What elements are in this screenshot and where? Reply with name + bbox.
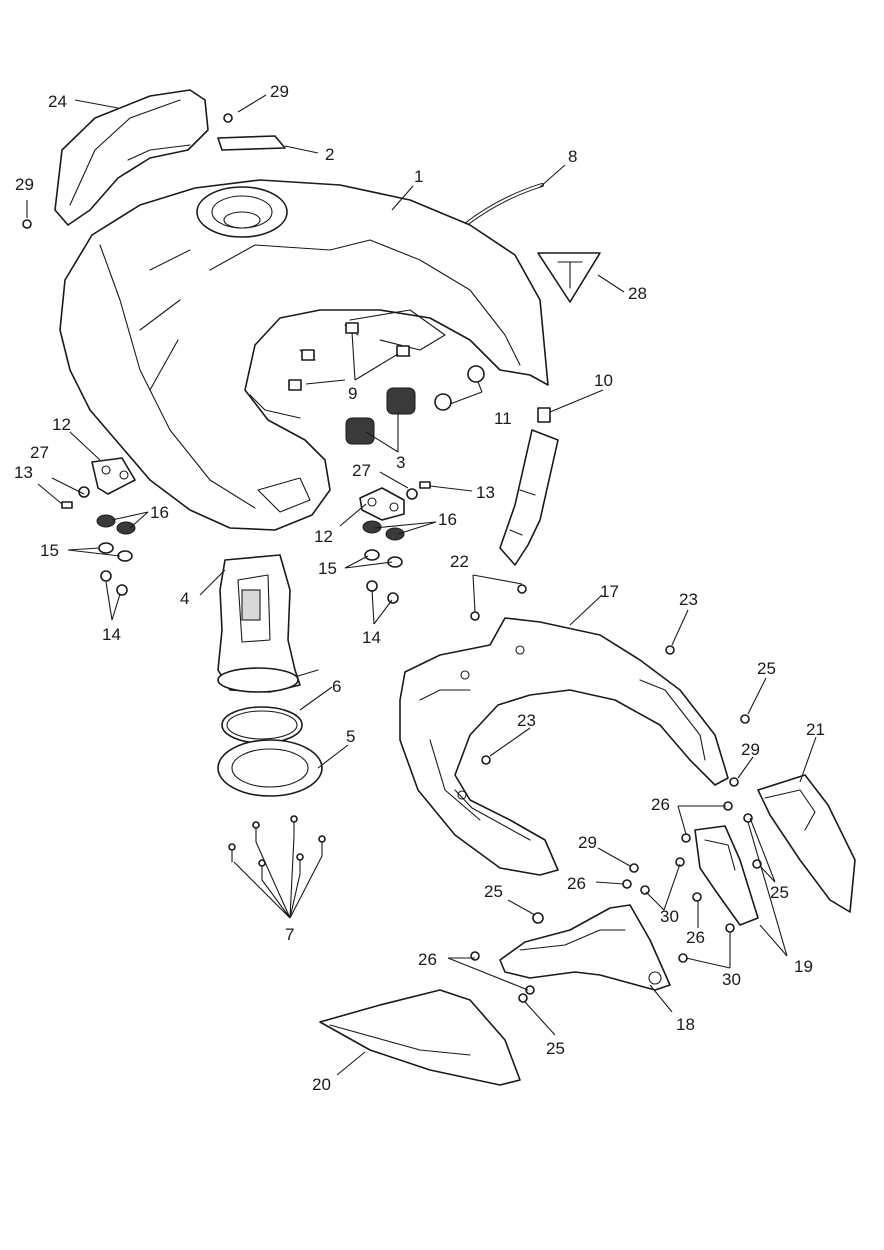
fuel-pump-part — [217, 554, 319, 693]
callout-3: 3 — [396, 453, 405, 472]
small-fastener-parts — [22, 113, 762, 1003]
callout-19: 19 — [794, 957, 813, 976]
callout-1: 1 — [414, 167, 423, 186]
callout-20: 20 — [312, 1075, 331, 1094]
callout-12-left: 12 — [52, 415, 71, 434]
inner-panel-part — [499, 904, 671, 991]
pump-ring-part — [217, 739, 323, 797]
callout-18: 18 — [676, 1015, 695, 1034]
callout-26-left: 26 — [418, 950, 437, 969]
light-bracket-part — [694, 825, 759, 926]
tank-pad-part — [217, 135, 286, 151]
pump-screw-parts — [228, 815, 326, 881]
callout-12-right: 12 — [314, 527, 333, 546]
callout-29-top: 29 — [270, 82, 289, 101]
callout-13-left: 13 — [14, 463, 33, 482]
callout-29-right: 29 — [741, 740, 760, 759]
callout-25-right: 25 — [770, 883, 789, 902]
rubber-mount-parts — [345, 387, 416, 445]
callout-28: 28 — [628, 284, 647, 303]
mount-stack-parts — [96, 514, 405, 604]
callout-24: 24 — [48, 92, 67, 111]
pump-seal-part — [221, 706, 303, 744]
callout-9: 9 — [348, 384, 357, 403]
callout-30-upper: 30 — [660, 907, 679, 926]
callout-27-left: 27 — [30, 443, 49, 462]
callout-29-middle: 29 — [578, 833, 597, 852]
bolt-and-washer-parts — [61, 481, 431, 509]
callout-14-right: 14 — [362, 628, 381, 647]
tank-cover-part — [54, 89, 209, 226]
callout-26-middle: 26 — [567, 874, 586, 893]
bracket-parts — [91, 457, 405, 521]
callout-10: 10 — [594, 371, 613, 390]
callout-6: 6 — [332, 677, 341, 696]
rear-bodywork-part — [399, 617, 729, 876]
callout-25-top: 25 — [757, 659, 776, 678]
callout-15-right: 15 — [318, 559, 337, 578]
callout-22: 22 — [450, 552, 469, 571]
callout-15-left: 15 — [40, 541, 59, 560]
callout-17: 17 — [600, 582, 619, 601]
callout-labels: 24 29 2 29 1 8 28 9 11 10 3 12 27 13 27 … — [14, 82, 825, 1094]
callout-26-right: 26 — [686, 928, 705, 947]
callout-16-left: 16 — [150, 503, 169, 522]
callout-27-right: 27 — [352, 461, 371, 480]
breather-tube-part — [463, 183, 544, 227]
callout-25-bottom: 25 — [546, 1039, 565, 1058]
callout-2: 2 — [325, 145, 334, 164]
tank-clip-parts — [288, 322, 410, 391]
grommet-parts-11 — [434, 365, 485, 411]
rear-side-panel-left-part — [319, 989, 521, 1086]
leader-lines — [26, 94, 817, 1076]
callout-29-left: 29 — [15, 175, 34, 194]
callout-26-top: 26 — [651, 795, 670, 814]
tank-badge-part — [537, 252, 601, 303]
callout-11: 11 — [494, 409, 512, 428]
callout-23-left: 23 — [517, 711, 536, 730]
callout-23-right: 23 — [679, 590, 698, 609]
callout-13-right: 13 — [476, 483, 495, 502]
callout-4: 4 — [180, 589, 189, 608]
rear-side-panel-right-part — [757, 774, 856, 913]
callout-7: 7 — [285, 925, 294, 944]
fuel-sender-part — [499, 407, 559, 566]
callout-14-left: 14 — [102, 625, 121, 644]
callout-8: 8 — [568, 147, 577, 166]
callout-30-lower: 30 — [722, 970, 741, 989]
callout-16-right: 16 — [438, 510, 457, 529]
callout-21: 21 — [806, 720, 825, 739]
callout-25-left: 25 — [484, 882, 503, 901]
callout-5: 5 — [346, 727, 355, 746]
